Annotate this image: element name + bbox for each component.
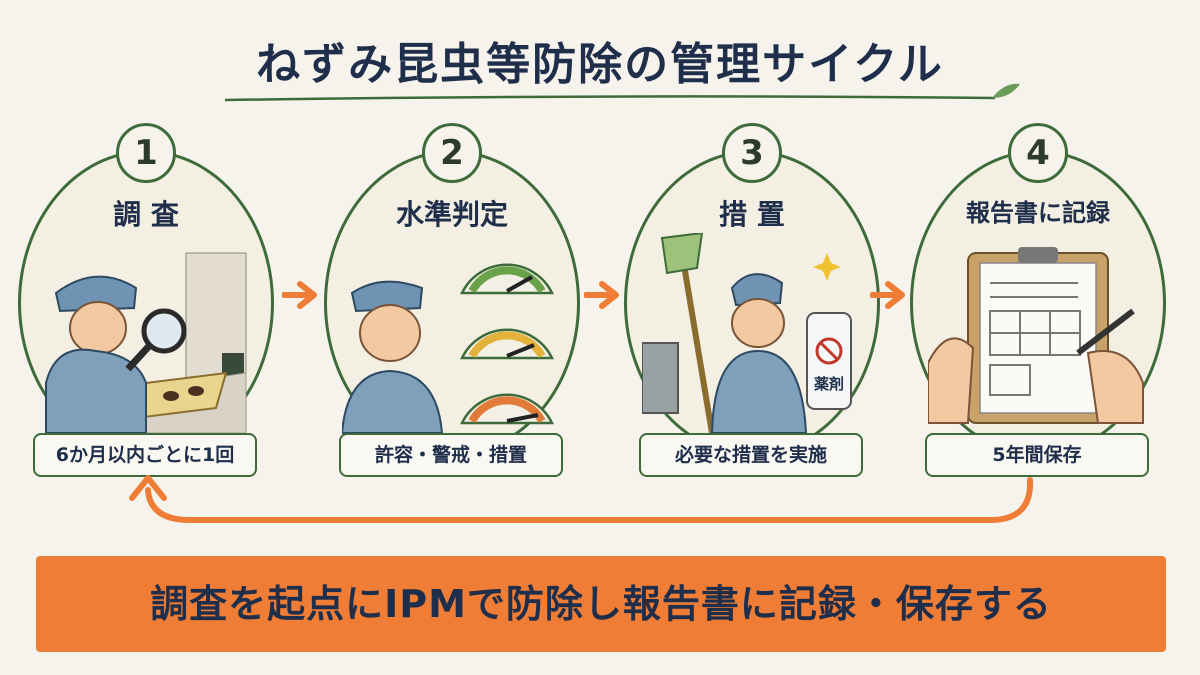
bottle-label: 薬剤 xyxy=(813,375,844,393)
step-3-number: 3 xyxy=(722,123,782,183)
arrow-right-icon xyxy=(584,281,619,309)
step-1-number: 1 xyxy=(116,123,176,183)
title-underline xyxy=(224,83,1020,102)
gauges-icon xyxy=(342,263,554,434)
step-3-title: 措 置 xyxy=(719,198,785,231)
inspector-magnifier-icon xyxy=(45,252,247,434)
summary-text: 調査を起点にIPMで防除し報告書に記録・保存する xyxy=(150,582,1052,626)
step-2-number: 2 xyxy=(422,123,482,183)
cycle-return-arrow xyxy=(129,475,1034,523)
step-1-title: 調 査 xyxy=(113,198,179,231)
step-1-survey: 1 調 査 6か月以内ごとに1回 xyxy=(18,123,274,477)
clipboard-report-icon xyxy=(928,247,1144,424)
step-3-action-label: 必要な措置を実施 xyxy=(639,433,863,477)
step-1-frequency-label: 6か月以内ごとに1回 xyxy=(33,433,257,477)
page-title: ねずみ昆虫等防除の管理サイクル xyxy=(256,39,944,90)
leaf-icon xyxy=(992,83,1020,98)
step-4-number: 4 xyxy=(1008,123,1068,183)
worker-broom-spray-icon: 薬剤 xyxy=(642,233,852,434)
step-2-level-assessment: 2 水準判定 許容・警戒・措置 xyxy=(324,123,580,477)
step-2-levels-label: 許容・警戒・措置 xyxy=(339,433,563,477)
step-4-retention-label: 5年間保存 xyxy=(925,433,1149,477)
step-4-title: 報告書に記録 xyxy=(966,199,1110,227)
arrow-right-icon xyxy=(282,281,317,309)
step-2-title: 水準判定 xyxy=(395,198,508,231)
summary-banner: 調査を起点にIPMで防除し報告書に記録・保存する xyxy=(36,556,1166,652)
step-4-report: 4 報告書に記録 5年間保存 xyxy=(910,123,1166,477)
arrow-right-icon xyxy=(870,281,905,309)
step-3-action: 3 措 置 薬剤 必要な措置を実施 xyxy=(624,123,880,477)
